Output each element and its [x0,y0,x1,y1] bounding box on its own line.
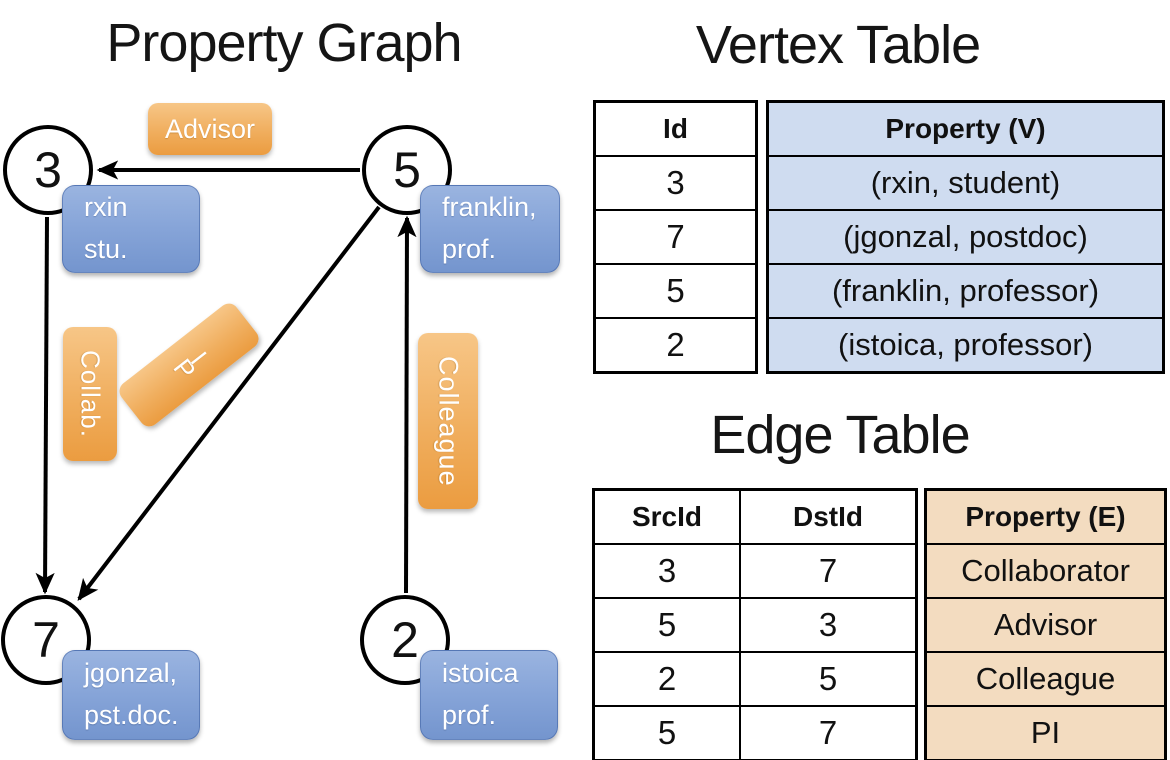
table-cell: 3 [596,155,755,209]
table-cell: PI [927,705,1164,759]
vertex-label-istoica-line2: prof. [442,700,497,730]
vertex-label-istoica: istoica prof. [420,650,558,740]
vertex-label-istoica-line1: istoica [442,658,519,689]
table-cell: 7 [739,543,915,597]
property-graph-title: Property Graph [106,13,462,73]
edge-label-collab: Collab. [63,327,117,461]
table-cell: 5 [739,651,915,705]
edge-label-advisor: Advisor [148,103,272,155]
vertex-table-id-column: Id 3 7 5 2 [593,100,758,374]
vertex-label-rxin-line1: rxin [84,192,128,223]
table-cell: 7 [739,705,915,759]
edge-label-collab-text: Collab. [75,350,106,438]
vertex-label-jgonzal-line2: pst.doc. [84,700,179,730]
edge-2-to-5 [397,215,417,594]
vertex-table-property-column: Property (V) (rxin, student) (jgonzal, p… [766,100,1165,374]
table-cell: 5 [595,705,739,759]
node-2: 2 [360,595,450,685]
edge-table-dst-header: DstId [739,491,915,543]
edge-table-title: Edge Table [710,405,970,465]
vertex-label-jgonzal-line1: jgonzal, [84,658,178,689]
table-cell: 7 [596,209,755,263]
edge-3-to-7 [35,216,55,595]
table-cell: 3 [595,543,739,597]
vertex-label-franklin-line1: franklin, [442,192,537,223]
table-cell: 5 [595,597,739,651]
vertex-label-rxin-line2: stu. [84,234,128,264]
vertex-table-property-header: Property (V) [885,113,1046,144]
table-cell: 2 [595,651,739,705]
edge-table-id-columns: SrcId DstId 3 7 5 3 2 5 5 7 [592,488,918,760]
table-cell: (franklin, professor) [769,263,1162,317]
vertex-label-franklin-line2: prof. [442,234,497,264]
table-cell: Advisor [927,597,1164,651]
edge-label-advisor-text: Advisor [164,113,256,144]
vertex-label-franklin: franklin, prof. [420,185,560,273]
table-cell: (istoica, professor) [769,317,1162,371]
edge-table-property-header: Property (E) [965,501,1126,532]
node-3-id: 3 [34,142,62,198]
node-2-id: 2 [391,612,419,668]
table-cell: 3 [739,597,915,651]
edge-5-to-7 [77,205,381,601]
vertex-table: Id 3 7 5 2 Property (V) (rxin, student) … [593,100,1165,374]
vertex-label-jgonzal: jgonzal, pst.doc. [62,650,200,740]
node-5-id: 5 [393,142,421,198]
edge-label-colleague: Colleague [418,333,478,509]
edge-table-property-column: Property (E) Collaborator Advisor Collea… [924,488,1167,760]
vertex-label-rxin: rxin stu. [62,185,200,273]
vertex-table-id-header: Id [663,113,688,144]
table-cell: 2 [596,317,755,371]
table-cell: Colleague [927,651,1164,705]
table-cell: (jgonzal, postdoc) [769,209,1162,263]
table-cell: Collaborator [927,543,1164,597]
vertex-table-title: Vertex Table [695,15,981,75]
edge-label-colleague-text: Colleague [433,355,464,487]
table-cell: (rxin, student) [769,155,1162,209]
edge-table: SrcId DstId 3 7 5 3 2 5 5 7 Property (E)… [592,488,1167,760]
graph-edges [35,160,417,601]
table-cell: 5 [596,263,755,317]
node-7-id: 7 [32,612,60,668]
edge-table-src-header: SrcId [631,501,703,532]
